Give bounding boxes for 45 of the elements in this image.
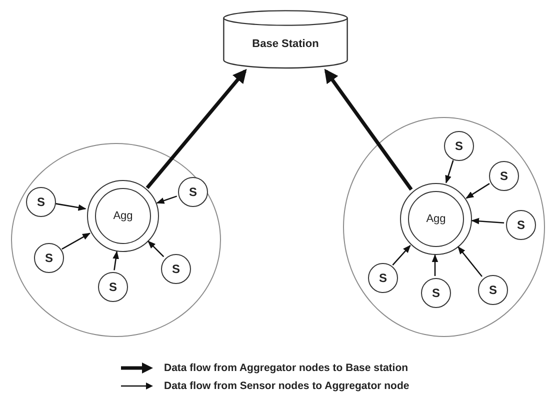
arrow [112, 250, 119, 270]
legend-text: Data flow from Sensor nodes to Aggregator node [164, 380, 410, 392]
node-label: S [500, 169, 508, 183]
arrow [445, 160, 454, 184]
cluster-circle [11, 143, 221, 337]
aggregator-node [400, 183, 472, 255]
arrow [56, 203, 86, 211]
cluster-circle [343, 117, 545, 337]
legend-text: Data flow from Aggregator nodes to Base station [164, 362, 408, 374]
node-label: S [108, 280, 117, 294]
arrow [466, 183, 490, 199]
arrow [471, 218, 504, 224]
sensor-node [98, 272, 128, 302]
arrow [324, 68, 413, 191]
node-label: Agg [113, 210, 133, 222]
sensor-node [506, 210, 536, 240]
arrow [62, 232, 91, 250]
arrow [146, 68, 247, 190]
arrow [148, 240, 164, 258]
sensor-node [478, 275, 508, 305]
aggregator-node [87, 180, 159, 252]
sensor-node [178, 177, 208, 207]
node-label: Base Station [252, 38, 319, 50]
node-label: S [516, 218, 525, 232]
node-label: S [488, 283, 497, 297]
sensor-node [489, 161, 519, 191]
node-label: S [44, 251, 53, 265]
node-label: S [172, 262, 180, 276]
sensor-node [26, 187, 56, 217]
node-label: S [188, 185, 197, 199]
sensor-node [444, 131, 474, 161]
arrow [156, 196, 178, 204]
node-label: S [432, 286, 440, 300]
sensor-node [421, 278, 451, 308]
sensor-node [368, 263, 398, 293]
node-label: S [36, 195, 45, 209]
arrow [458, 246, 482, 277]
arrow [392, 244, 411, 266]
arrow [432, 254, 438, 276]
node-label: Agg [426, 213, 446, 225]
node-label: S [378, 271, 387, 285]
base-station-cylinder [223, 10, 348, 68]
sensor-node [34, 243, 64, 273]
node-label: S [454, 139, 463, 153]
sensor-node [161, 254, 191, 284]
